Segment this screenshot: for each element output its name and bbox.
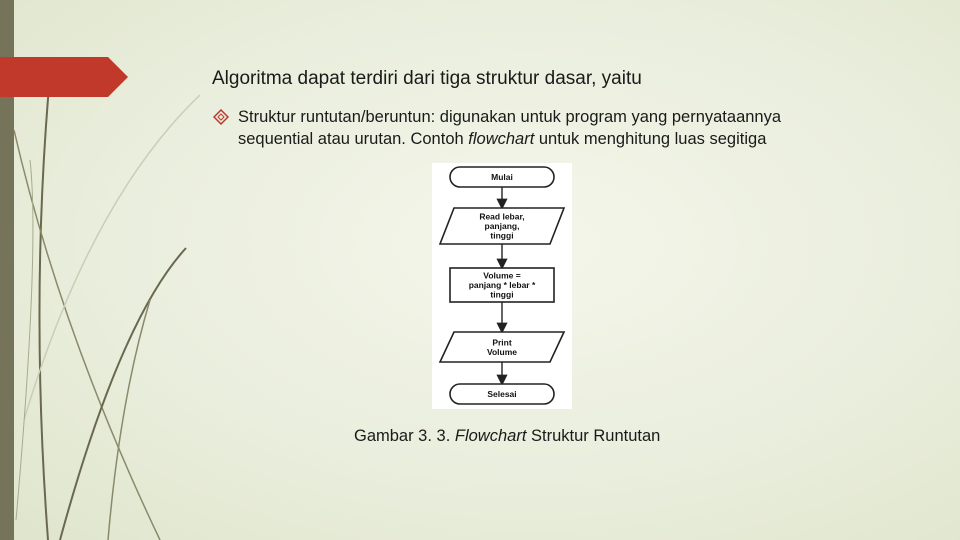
flowchart-node-label: Selesai bbox=[487, 389, 516, 399]
caption-suffix: Struktur Runtutan bbox=[526, 427, 660, 445]
bullet-text-end: untuk menghitung luas segitiga bbox=[534, 130, 766, 148]
flowchart-node-label: panjang, bbox=[485, 221, 520, 231]
flowchart-node-label: tinggi bbox=[490, 290, 513, 300]
flowchart-node-label: tinggi bbox=[490, 231, 513, 241]
flowchart-node-label: Volume = bbox=[483, 271, 520, 281]
flowchart-node-label: panjang * lebar * bbox=[469, 280, 536, 290]
slide-heading: Algoritma dapat terdiri dari tiga strukt… bbox=[212, 68, 642, 90]
bullet-text: Struktur runtutan/beruntun: digunakan un… bbox=[238, 106, 853, 150]
flowchart-node-label: Volume bbox=[487, 347, 517, 357]
caption-italic: Flowchart bbox=[455, 427, 527, 445]
diamond-bullet-icon bbox=[213, 109, 229, 125]
figure-caption: Gambar 3. 3. Flowchart Struktur Runtutan bbox=[354, 427, 660, 446]
caption-prefix: Gambar 3. 3. bbox=[354, 427, 455, 445]
bullet-text-italic: flowchart bbox=[468, 130, 534, 148]
flowchart-node-label: Read lebar, bbox=[479, 212, 524, 222]
flowchart-node-label: Mulai bbox=[491, 172, 513, 182]
red-title-tab bbox=[0, 57, 128, 97]
bullet-item: Struktur runtutan/beruntun: digunakan un… bbox=[213, 106, 853, 150]
flowchart-node-label: Print bbox=[492, 337, 512, 347]
